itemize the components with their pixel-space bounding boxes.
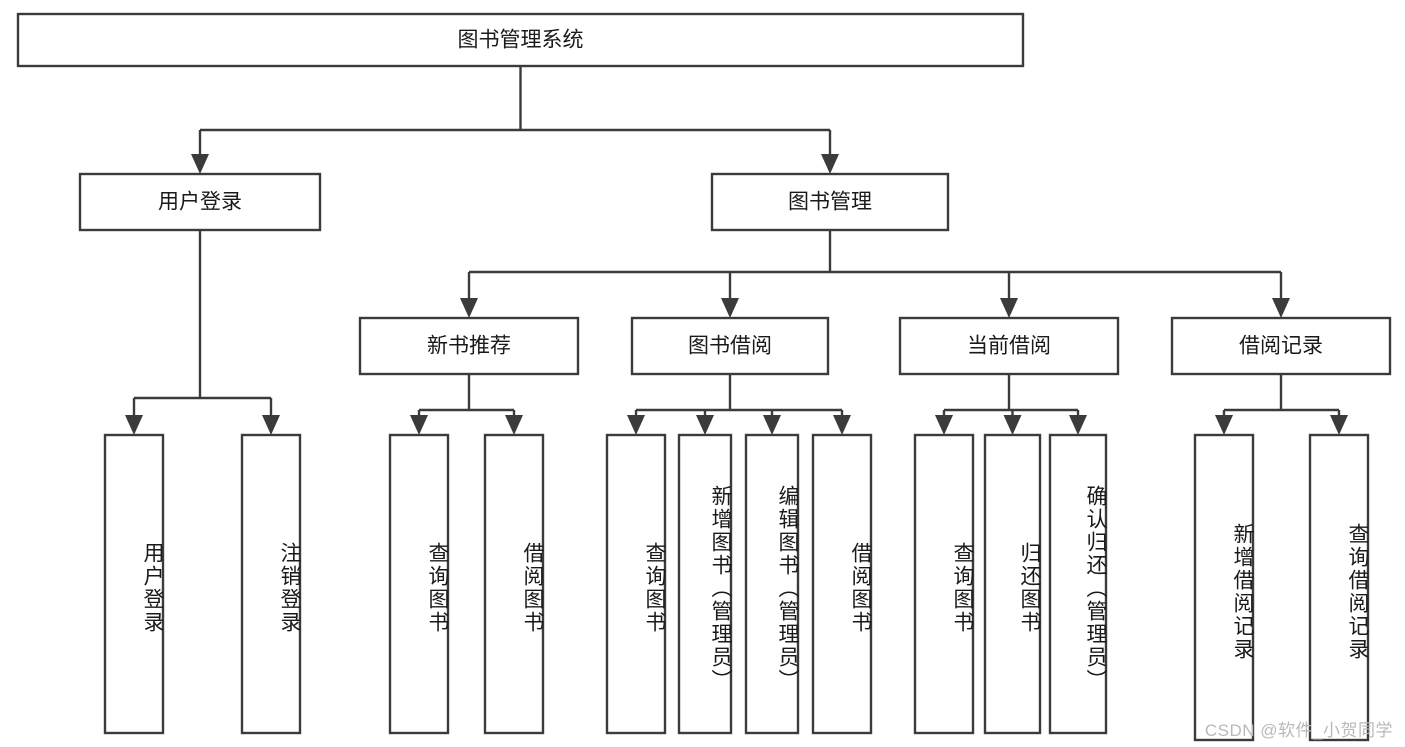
watermark: CSDN @软件_小贺同学 — [1204, 721, 1393, 740]
node-box-book-manage[interactable] — [710, 172, 950, 232]
node-label-book-manage: 图书管理 — [788, 191, 872, 214]
node-box-leaf-add-book[interactable] — [677, 433, 733, 735]
node-box-root[interactable] — [16, 12, 1025, 68]
node-label-root: 图书管理系统 — [458, 29, 584, 52]
node-box-leaf-borrow-book[interactable] — [811, 433, 873, 735]
arrow-head — [821, 154, 839, 174]
arrow-head — [460, 298, 478, 318]
node-box-leaf-user-login[interactable] — [103, 433, 165, 735]
arrow-head — [191, 154, 209, 174]
node-box-leaf-borrow-book-rec[interactable] — [483, 433, 545, 735]
node-box-leaf-query-book-rec[interactable] — [388, 433, 450, 735]
arrow-head — [833, 415, 851, 435]
arrow-head — [935, 415, 953, 435]
node-label-book-borrow: 图书借阅 — [688, 335, 772, 358]
node-box-leaf-user-logout[interactable] — [240, 433, 302, 735]
arrow-head — [721, 298, 739, 318]
node-box-leaf-edit-book[interactable] — [744, 433, 800, 735]
arrow-head — [410, 415, 428, 435]
node-box-user-login[interactable] — [78, 172, 322, 232]
node-label-new-book-recommend: 新书推荐 — [427, 335, 511, 358]
node-box-leaf-query-book-borrow[interactable] — [605, 433, 667, 735]
arrow-head — [1069, 415, 1087, 435]
node-box-leaf-query-book-cur[interactable] — [913, 433, 975, 735]
node-box-leaf-return-book[interactable] — [983, 433, 1042, 735]
node-label-user-login: 用户登录 — [158, 191, 242, 214]
node-box-borrow-record[interactable] — [1170, 316, 1392, 376]
node-box-leaf-add-borrow-record[interactable] — [1193, 433, 1255, 742]
node-box-leaf-query-borrow-record[interactable] — [1308, 433, 1370, 742]
arrow-head — [1272, 298, 1290, 318]
arrow-head — [1003, 415, 1022, 435]
arrow-head — [1000, 298, 1018, 318]
arrow-head — [763, 415, 781, 435]
node-box-book-borrow[interactable] — [630, 316, 830, 376]
arrow-head — [125, 415, 143, 435]
boxes-layer — [16, 12, 1392, 742]
arrow-head — [1330, 415, 1348, 435]
node-label-current-borrow: 当前借阅 — [967, 335, 1051, 358]
arrow-head — [627, 415, 645, 435]
arrow-head — [505, 415, 523, 435]
arrow-head — [262, 415, 280, 435]
node-box-current-borrow[interactable] — [898, 316, 1120, 376]
node-box-new-book-recommend[interactable] — [358, 316, 580, 376]
node-box-leaf-confirm-return[interactable] — [1048, 433, 1108, 735]
node-label-borrow-record: 借阅记录 — [1239, 335, 1323, 358]
arrow-head — [1215, 415, 1233, 435]
connectors-layer — [125, 66, 1348, 435]
arrow-head — [696, 415, 714, 435]
